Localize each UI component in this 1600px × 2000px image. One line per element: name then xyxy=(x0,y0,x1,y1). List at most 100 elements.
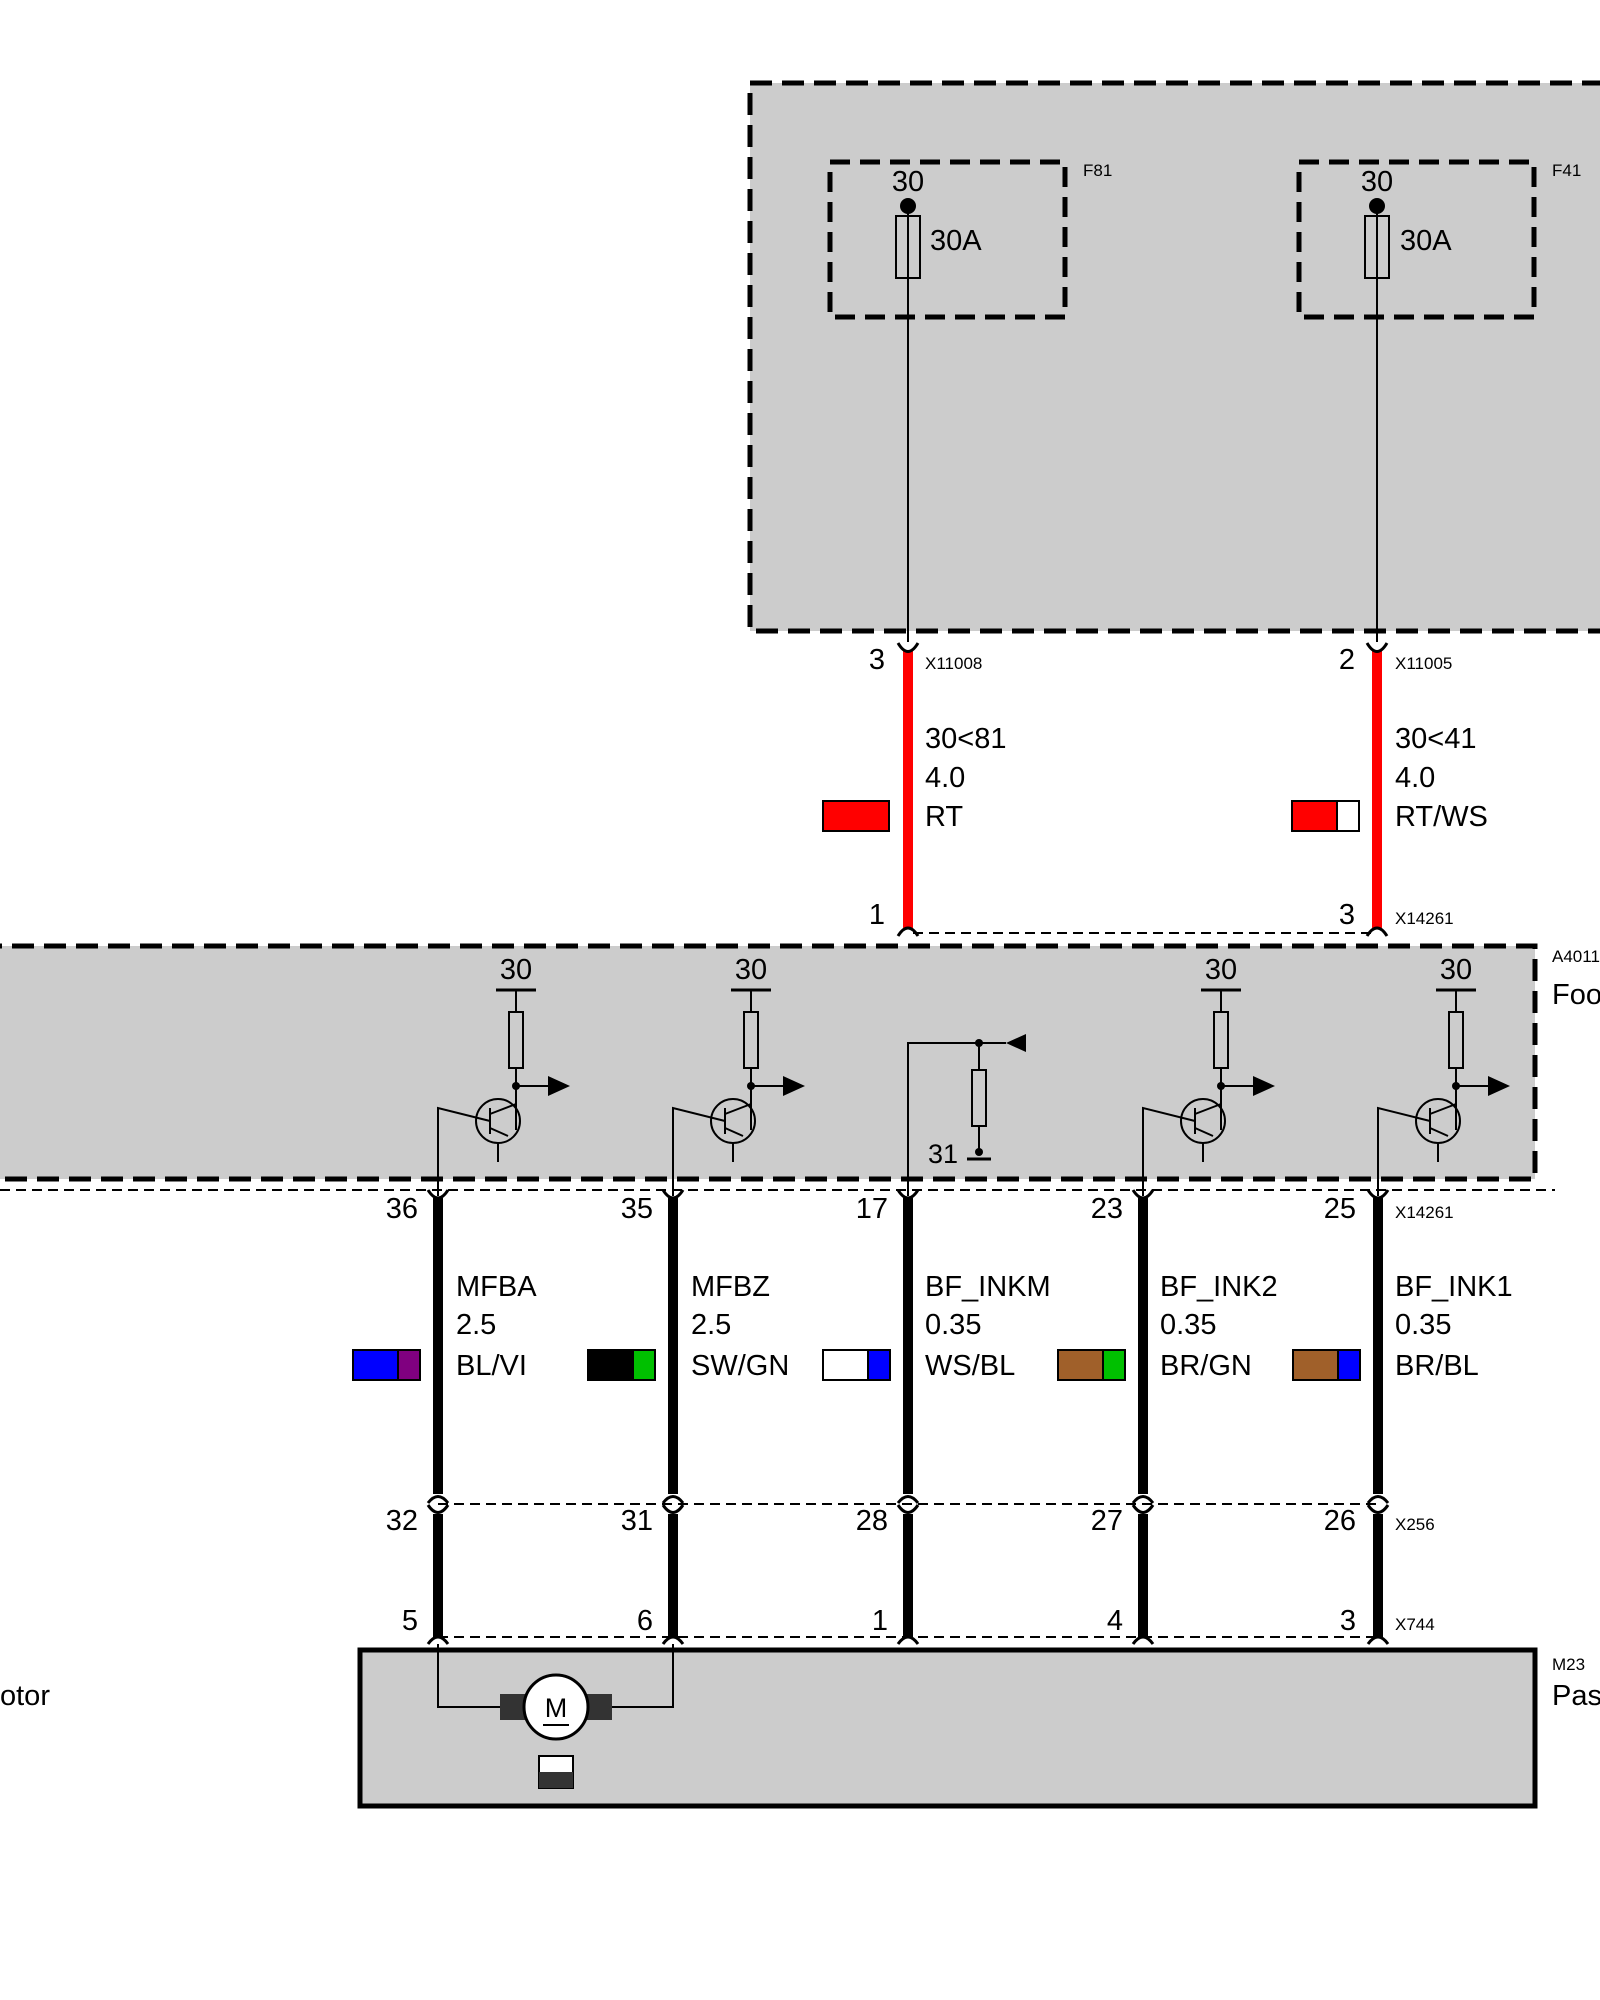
supply-wire-2-swatch-a xyxy=(1291,800,1338,832)
fuse-f41-frame xyxy=(1296,159,1537,320)
fuse-f81-frame xyxy=(827,159,1068,320)
fuse-f81-rating: 30A xyxy=(930,225,982,257)
supply-wire-1: 3 X11008 30<81 4.0 RT 1 xyxy=(822,642,1006,937)
supply-wire-1-line xyxy=(903,650,913,928)
driver-3-terminal: 30 xyxy=(1205,954,1237,986)
signal-wire-3-swatch-a xyxy=(822,1349,869,1381)
signal-wire-4-color-code: BR/GN xyxy=(1160,1350,1252,1382)
supply-wire-1-swatch xyxy=(822,800,890,832)
supply-wire-2-top-socket xyxy=(1365,642,1389,653)
signal-wire-5-swatch-a xyxy=(1292,1349,1339,1381)
driver-1-terminal: 30 xyxy=(500,954,532,986)
signal-wire-1-gauge: 2.5 xyxy=(456,1309,496,1341)
signal-wire-4-gauge: 0.35 xyxy=(1160,1309,1216,1341)
fuse-f41-rating: 30A xyxy=(1400,225,1452,257)
fuse-f81: F81 30 30A xyxy=(827,159,1112,642)
fuse-f81-id: F81 xyxy=(1083,161,1112,180)
signal-wire-2-gauge: 2.5 xyxy=(691,1309,731,1341)
signal-wire-4-signal: BF_INK2 xyxy=(1160,1271,1278,1303)
signal-wire-1: 36 MFBA 2.5 BL/VI 32 5 xyxy=(352,1189,537,1645)
signal-wire-1-color-code: BL/VI xyxy=(456,1350,527,1382)
supply-wire-1-pin-bottom: 1 xyxy=(869,899,885,931)
signal-wire-5-swatch-b xyxy=(1337,1349,1361,1381)
signal-wire-3-module-pin: 17 xyxy=(856,1193,888,1225)
signal-wire-1-swatch-b xyxy=(397,1349,421,1381)
signal-wire-4-swatch-b xyxy=(1102,1349,1126,1381)
supply-wire-1-top-socket xyxy=(896,642,920,653)
signal-wire-5-color-code: BR/BL xyxy=(1395,1350,1479,1382)
connector-x14261-top-label: X14261 xyxy=(1395,909,1454,928)
signal-wire-4-x744-pin: 4 xyxy=(1107,1605,1123,1637)
signal-wire-3: 17 BF_INKM 0.35 WS/BL 28 1 xyxy=(822,1189,1051,1645)
connector-x14261-bottom-label: X14261 xyxy=(1395,1203,1454,1222)
supply-wire-2: 2 X11005 30<41 4.0 RT/WS 3 X14261 xyxy=(1291,642,1488,937)
driver-4-terminal: 30 xyxy=(1440,954,1472,986)
signal-wire-4: 23 BF_INK2 0.35 BR/GN 27 4 xyxy=(1057,1189,1278,1645)
driver-2-terminal: 30 xyxy=(735,954,767,986)
signal-wire-3-x256-pin: 28 xyxy=(856,1505,888,1537)
supply-wire-2-connector-top: X11005 xyxy=(1395,654,1452,673)
driver-3-output-arrow xyxy=(1253,1076,1275,1096)
motor-m23-id: M23 xyxy=(1552,1655,1585,1674)
module-a4011-panel xyxy=(0,943,1538,1182)
supply-wire-2-signal: 30<41 xyxy=(1395,723,1476,755)
supply-wire-1-color-code: RT xyxy=(925,801,963,833)
signal-wire-2-x744-pin: 6 xyxy=(637,1605,653,1637)
signal-wire-3-color-code: WS/BL xyxy=(925,1350,1015,1382)
connector-x256-label: X256 xyxy=(1395,1515,1435,1534)
driver-4-output-arrow xyxy=(1488,1076,1510,1096)
signal-wire-4-x256-pin: 27 xyxy=(1091,1505,1123,1537)
signal-wire-2-module-pin: 35 xyxy=(621,1193,653,1225)
driver-2-output-arrow xyxy=(783,1076,805,1096)
driver-4: 30 xyxy=(1377,954,1510,1196)
fuse-f41: F41 30 30A xyxy=(1296,159,1581,642)
signal-wire-3-x744-pin: 1 xyxy=(872,1605,888,1637)
signal-wire-4-module-pin: 23 xyxy=(1091,1193,1123,1225)
signal-wire-2: 35 MFBZ 2.5 SW/GN 31 6 xyxy=(587,1189,789,1645)
supply-wire-2-pin-top: 2 xyxy=(1339,644,1355,676)
fuse-f41-id: F41 xyxy=(1552,161,1581,180)
signal-wire-3-swatch-b xyxy=(867,1349,891,1381)
module-a4011-name: Foo xyxy=(1552,979,1600,1011)
module-a4011-id: A4011 xyxy=(1552,947,1600,966)
signal-wire-1-signal: MFBA xyxy=(456,1271,537,1303)
fuse-f81-terminal: 30 xyxy=(892,166,924,198)
signal-wire-5-gauge: 0.35 xyxy=(1395,1309,1451,1341)
driver-1: 30 xyxy=(437,954,570,1196)
ground-terminal-label: 31 xyxy=(928,1139,958,1169)
input-stage: 31 xyxy=(907,1034,1026,1196)
signal-wire-5: 25 X14261 BF_INK1 0.35 BR/BL 26 3 xyxy=(1292,1189,1513,1645)
input-stage-arrow xyxy=(1006,1034,1026,1052)
signal-wire-5-module-pin: 25 xyxy=(1324,1193,1356,1225)
fuse-f41-terminal: 30 xyxy=(1361,166,1393,198)
signal-wire-3-gauge: 0.35 xyxy=(925,1309,981,1341)
supply-wire-1-gauge: 4.0 xyxy=(925,762,965,794)
fuse-box-panel xyxy=(747,80,1600,634)
signal-wire-2-color-code: SW/GN xyxy=(691,1350,789,1382)
motor-icon xyxy=(522,1673,590,1741)
motor-symbol-letter: M xyxy=(545,1693,568,1723)
motor-m23-name: Pas xyxy=(1552,1680,1600,1712)
supply-wire-1-connector-top: X11008 xyxy=(925,654,982,673)
signal-wire-4-swatch-a xyxy=(1057,1349,1104,1381)
signal-wire-5-x744-pin: 3 xyxy=(1340,1605,1356,1637)
signal-wire-1-x256-pin: 32 xyxy=(386,1505,418,1537)
supply-wire-1-signal: 30<81 xyxy=(925,723,1006,755)
motor-symbol: M xyxy=(437,1644,674,1789)
supply-wire-2-pin-bottom: 3 xyxy=(1339,899,1355,931)
signal-wire-3-signal: BF_INKM xyxy=(925,1271,1051,1303)
signal-wire-1-swatch-a xyxy=(352,1349,399,1381)
signal-wire-2-x256-pin: 31 xyxy=(621,1505,653,1537)
signal-wire-2-swatch-a xyxy=(587,1349,634,1381)
connector-x744-label: X744 xyxy=(1395,1615,1435,1634)
supply-wire-2-line xyxy=(1372,650,1382,928)
signal-wire-1-module-pin: 36 xyxy=(386,1193,418,1225)
driver-1-output-arrow xyxy=(548,1076,570,1096)
signal-wire-2-swatch-b xyxy=(632,1349,656,1381)
driver-3: 30 xyxy=(1142,954,1275,1196)
driver-2: 30 xyxy=(672,954,805,1196)
supply-wire-2-color-code: RT/WS xyxy=(1395,801,1488,833)
signal-wire-5-x256-pin: 26 xyxy=(1324,1505,1356,1537)
signal-wires: 36 MFBA 2.5 BL/VI 32 5 35 MFBZ 2.5 SW/GN… xyxy=(352,1189,1513,1645)
